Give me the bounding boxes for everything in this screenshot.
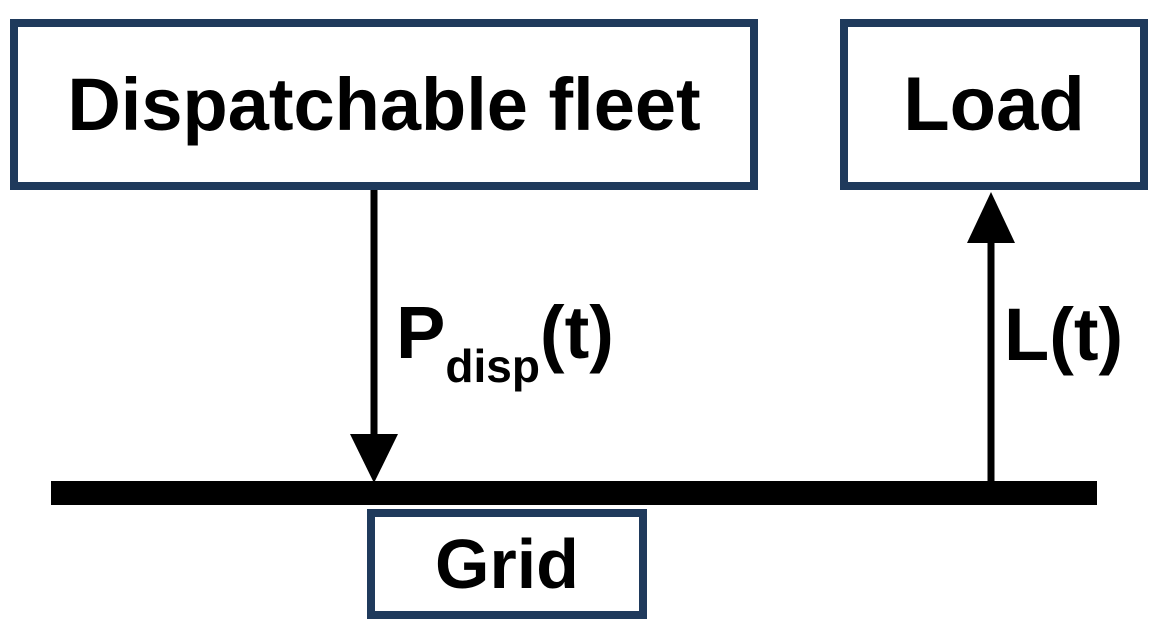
- pdisp-arg: (t): [539, 291, 614, 374]
- load-box: Load: [840, 19, 1148, 190]
- grid-label: Grid: [435, 525, 579, 603]
- load-label: Load: [903, 62, 1085, 147]
- dispatchable-fleet-label: Dispatchable fleet: [67, 63, 701, 146]
- pdisp-subscript: disp: [445, 340, 540, 392]
- load-flow-label: L(t): [1004, 293, 1124, 376]
- pdisp-arrowhead-down-icon: [350, 434, 398, 483]
- dispatchable-fleet-box: Dispatchable fleet: [10, 19, 758, 190]
- load-arrowhead-up-icon: [967, 192, 1015, 243]
- pdisp-flow-label: Pdisp(t): [396, 296, 614, 390]
- pdisp-symbol: P: [396, 291, 446, 374]
- grid-box: Grid: [367, 509, 647, 619]
- grid-bus-bar: [51, 481, 1097, 505]
